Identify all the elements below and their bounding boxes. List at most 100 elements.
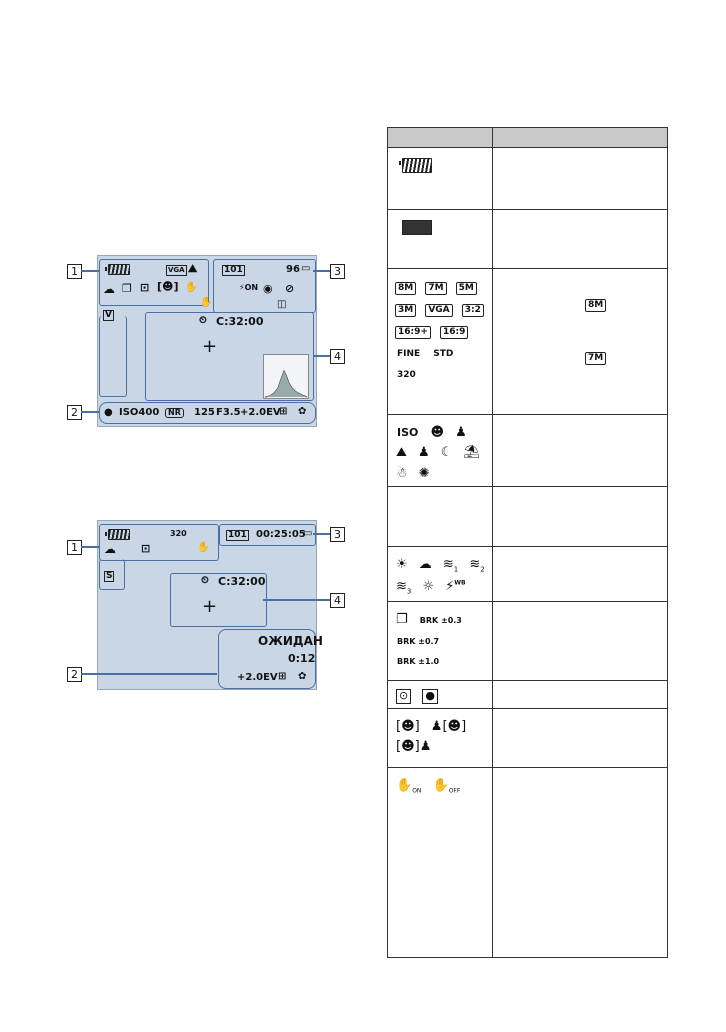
indicator-table: 8M 7M 5M 3M VGA 3:2 16:9+ 16:9 FINE STD … (387, 127, 668, 958)
callout-4-label-s2: 4 (330, 593, 345, 608)
self-timer-icon-s2: ⏲ (201, 575, 209, 586)
row-bracket-icons: ❐ BRK ±0.3 BRK ±0.7 BRK ±1.0 (387, 601, 493, 682)
metering-mode-icon-s2: ⊞ (278, 671, 287, 682)
size-vga-icon: VGA (425, 304, 453, 317)
table-header-row (387, 127, 668, 148)
callout-4-label: 4 (330, 349, 345, 364)
wb-fluorescent-3-num: 3 (406, 587, 412, 596)
table-row (387, 485, 668, 547)
self-timer-icon: ⏲ (199, 315, 207, 326)
wb-fluorescent-1-icon: ≋1 (442, 556, 459, 574)
face-detect-auto-icon: [☻] (396, 718, 420, 734)
callout-3-label: 3 (330, 264, 345, 279)
row-image-size-icons: 8M 7M 5M 3M VGA 3:2 16:9+ 16:9 FINE STD … (387, 268, 493, 415)
movie-fine-icon: FINE (395, 349, 423, 360)
face-detect-icon: [☻] (157, 280, 179, 293)
burst-icon: ❐ (122, 282, 132, 295)
aperture-value: F3.5 (216, 407, 241, 418)
rec-dot-icon: ● (104, 407, 113, 418)
row-image-size-desc: 8M 7M (492, 268, 668, 415)
wb-flash-text: WB (454, 579, 466, 587)
row-steadyshot-desc (492, 766, 668, 958)
iso-value: ISO400 (119, 407, 160, 418)
row-scene-desc (492, 414, 668, 487)
row-blank-icons (387, 485, 493, 547)
recording-time: 00:25:05 (256, 529, 306, 540)
row-battery-empty-icons (387, 209, 493, 269)
scene-icon-s2: S (104, 571, 115, 582)
callout-3-label-s2: 3 (330, 527, 345, 542)
group-2-box-s2 (218, 629, 316, 689)
callout-4-leader (313, 355, 330, 357)
white-balance-cloudy-icon: ☁ (103, 282, 115, 296)
table-row: ❐ BRK ±0.3 BRK ±0.7 BRK ±1.0 (387, 601, 668, 682)
size-5m-icon: 5M (455, 282, 477, 295)
memory-card-icon-s2: ▭ (303, 528, 313, 539)
af-crosshair-icon-s2: + (202, 596, 218, 617)
scene-portrait-icon: ♟ (455, 425, 467, 440)
desc-7m-icon: 7M (585, 352, 607, 365)
flash-on-icon: ⚡ON (239, 283, 259, 292)
row-bracket-desc (492, 601, 668, 682)
histogram (263, 354, 309, 399)
row-battery-full-icons (387, 147, 493, 210)
standby-label: ОЖИДАН (258, 634, 323, 648)
wb-fluorescent-1-num: 1 (453, 565, 459, 574)
callout-1-leader (81, 270, 99, 272)
folder-icon-s2: 101 (226, 530, 249, 541)
size-7m-icon: 7M (425, 282, 447, 295)
wb-fluorescent-2-icon: ≋2 (469, 556, 485, 574)
row-battery-empty-desc (492, 209, 668, 269)
face-detect-child-icon: ♟[☻] (430, 718, 467, 734)
histogram-graph (264, 369, 308, 398)
row-face-detect-icons: [☻] ♟[☻] [☻]♟ (387, 707, 493, 768)
callout-2-leader-s2 (81, 673, 217, 675)
battery-full-icon (399, 158, 432, 173)
brk-03-icon: BRK ±0.3 (417, 616, 464, 627)
steadyshot-off-text: OFF (448, 787, 461, 795)
row-steadyshot-icons: ✋ON ✋OFF (387, 766, 493, 958)
table-row: ⊙ ● (387, 680, 668, 709)
table-row: ☀ ☁ ≋1 ≋2 ≋3 ☼ ⚡WB (387, 545, 668, 603)
callout-2-label: 2 (67, 405, 82, 420)
size-3-2-icon: 3:2 (461, 304, 484, 317)
callout-2-label-s2: 2 (67, 667, 82, 682)
scene-night-portrait-icon: ♟ (418, 445, 430, 461)
noise-reduction-icon: NR (165, 408, 184, 418)
scene-fireworks-icon: ✺ (418, 465, 430, 481)
callout-2-leader (81, 411, 99, 413)
standby-time: 0:12 (288, 652, 316, 665)
callout-1-label-s2: 1 (67, 540, 82, 555)
group-1-tail-s2 (99, 559, 125, 590)
metering-spot-icon: ⊡ (140, 281, 150, 294)
scene-night-icon: ☾ (440, 445, 453, 461)
row-battery-full-desc (492, 147, 668, 210)
movie-320-icon: 320 (395, 370, 418, 381)
group-2-box (99, 402, 316, 424)
group-1-box-s2 (99, 524, 219, 561)
af-crosshair-icon: + (202, 336, 218, 357)
image-size-vga-icon: VGA (166, 265, 187, 276)
memory-card-icon: ▭ (301, 263, 311, 274)
scene-landscape-icon: ⛰ (396, 445, 407, 461)
row-blank-desc (492, 485, 668, 547)
flash-on-text: ON (244, 283, 259, 292)
steadyshot-on-icon: ✋ON (396, 777, 422, 795)
battery-empty-icon (402, 220, 432, 235)
metering-center-icon: ⊙ (396, 689, 412, 704)
table-row: [☻] ♟[☻] [☻]♟ (387, 707, 668, 768)
wb-flash-icon: ⚡WB (445, 579, 466, 595)
brk-10-icon: BRK ±1.0 (395, 656, 442, 667)
wb-daylight-icon: ☀ (396, 556, 408, 572)
wb-cloudy-icon: ☁ (418, 556, 432, 572)
row-white-balance-desc (492, 545, 668, 603)
group-1-box (99, 259, 209, 306)
focus-timer-text-s2: C:32:00 (218, 575, 266, 588)
focus-timer-text: C:32:00 (216, 315, 264, 328)
steadyshot-off-icon: ✋ (185, 282, 198, 293)
scene-beach-icon: ⛱ (463, 445, 481, 461)
row-white-balance-icons: ☀ ☁ ≋1 ≋2 ≋3 ☼ ⚡WB (387, 545, 493, 603)
wb-incandescent-icon: ☼ (422, 579, 435, 595)
red-eye-icon: ◉ (263, 282, 273, 295)
white-balance-cloudy-icon-s2: ☁ (104, 542, 116, 556)
